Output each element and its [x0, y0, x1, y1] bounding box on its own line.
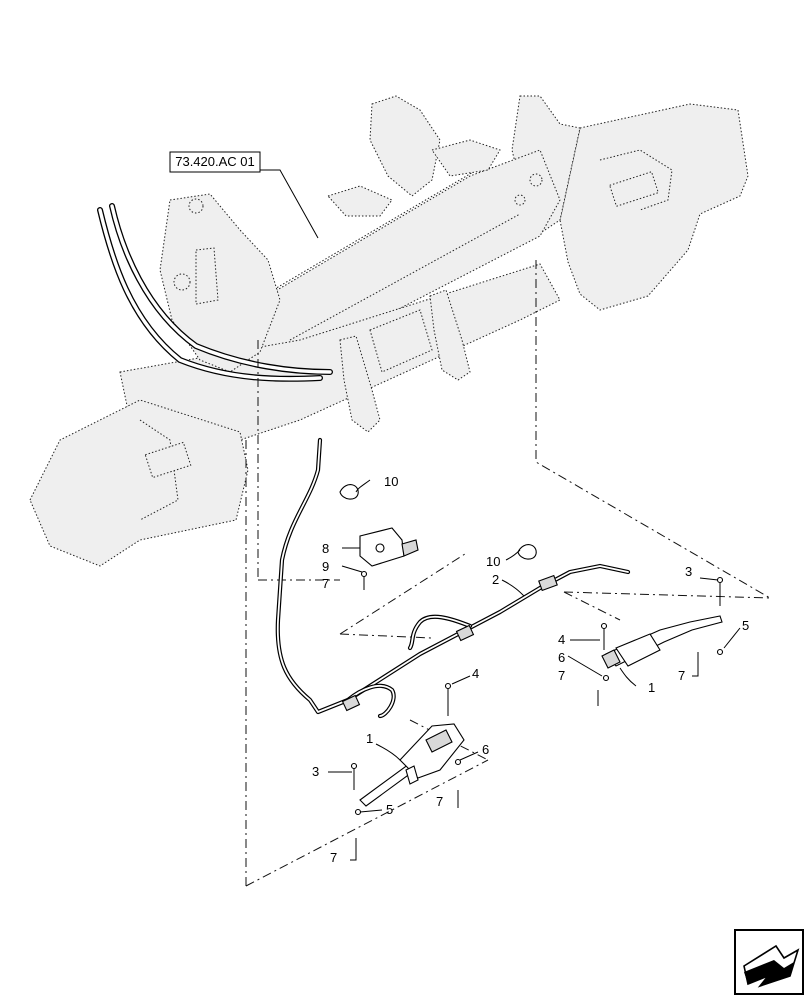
wire-harness: [275, 437, 631, 719]
reference-box[interactable]: 73.420.AC 01: [169, 151, 261, 173]
callout-1-left: 1: [366, 731, 373, 746]
reference-label: 73.420.AC 01: [175, 154, 255, 169]
callout-4-left: 4: [472, 666, 479, 681]
next-page-arrow-icon[interactable]: [734, 929, 804, 995]
connector-box: [359, 527, 419, 567]
callout-6-left: 6: [482, 742, 489, 757]
callout-1-right: 1: [648, 680, 655, 695]
actuator-left: [359, 723, 465, 807]
callout-5-right: 5: [742, 618, 749, 633]
header-frame-ghost: [29, 95, 749, 567]
callout-4-right: 4: [558, 632, 565, 647]
callout-6-right: 6: [558, 650, 565, 665]
callout-8: 8: [322, 541, 329, 556]
callout-3-right: 3: [685, 564, 692, 579]
callout-7-b: 7: [558, 668, 565, 683]
actuator-right: [601, 615, 723, 669]
callout-2: 2: [492, 572, 499, 587]
callout-7-a: 7: [322, 576, 329, 591]
callout-7-d: 7: [436, 794, 443, 809]
callout-numbers: 10 10 2 8 9 7 3 4 6 7 1 5 7 4 1 6 3 5 7 …: [312, 474, 749, 865]
callout-7-e: 7: [330, 850, 337, 865]
callout-9: 9: [322, 559, 329, 574]
hydraulic-hoses: [97, 203, 333, 382]
callout-3-left: 3: [312, 764, 319, 779]
callout-5-left: 5: [386, 802, 393, 817]
callout-10-upper: 10: [384, 474, 398, 489]
callout-7-c: 7: [678, 668, 685, 683]
leader-lines: [260, 169, 741, 813]
callout-10-lower: 10: [486, 554, 500, 569]
